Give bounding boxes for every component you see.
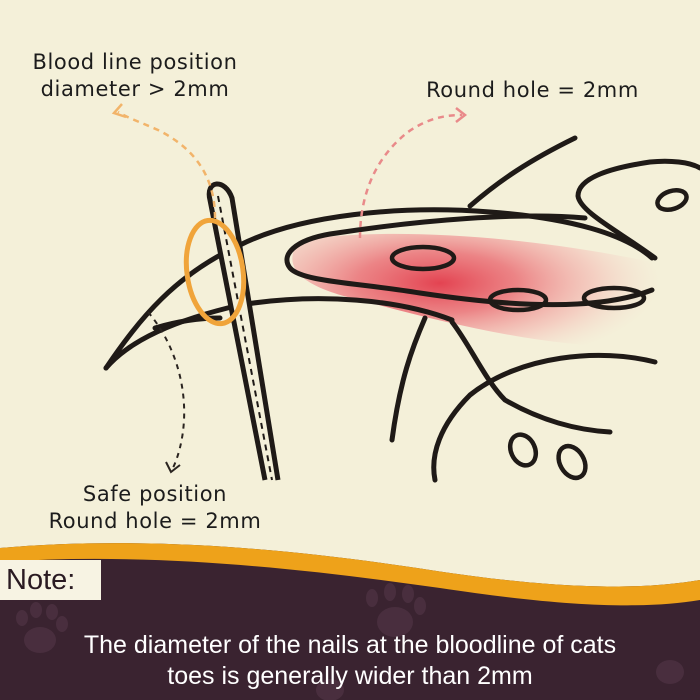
clipper-center-line [217, 195, 273, 481]
safe-position-arrowhead [165, 461, 181, 474]
toe-outline-upper [467, 135, 578, 209]
safe-position-arrow [147, 311, 186, 471]
toe-outline-right [575, 158, 700, 261]
hole-ellipse-6 [556, 443, 588, 481]
round-hole-arrowhead [455, 107, 468, 123]
hole-ellipse-4 [655, 188, 689, 212]
bone-stem [389, 315, 428, 443]
hole-ellipse-2 [487, 287, 549, 313]
safe-label-line1: Safe position [82, 482, 228, 506]
round-hole-arrow [358, 113, 463, 239]
note-text-line1: The diameter of the nails at the bloodli… [83, 631, 617, 659]
blood-line-arrow [117, 110, 217, 219]
bloodline-ring [183, 217, 247, 327]
paw-print-icon [16, 583, 684, 700]
note-text: The diameter of the nails at the bloodli… [0, 630, 700, 692]
safe-position-label: Safe position Round hole = 2mm [30, 481, 280, 535]
note-text-line2: toes is generally wider than 2mm [167, 662, 533, 690]
safe-label-line2: Round hole = 2mm [48, 509, 262, 533]
claw-tip-inner [152, 315, 223, 331]
hole-ellipse-5 [507, 432, 539, 468]
round-hole-label: Round hole = 2mm [426, 78, 639, 102]
hole-ellipse-3 [581, 285, 647, 311]
claw-outline-top [103, 207, 655, 371]
claw-quick-outline [284, 213, 655, 308]
paw-pad-outline [431, 352, 658, 483]
note-title-box [0, 560, 101, 600]
blood-line-position-label: Blood line position diameter > 2mm [10, 49, 260, 103]
hole-ellipse-1 [389, 244, 457, 272]
note-title: Note: [6, 564, 76, 596]
nail-clipper-tool [206, 181, 281, 481]
toe-outline-lower [449, 319, 613, 435]
blood-line-label-line1: Blood line position [32, 50, 238, 74]
blood-line-arrowhead [111, 103, 127, 119]
footer-accent-stripe [0, 543, 700, 606]
blood-line-label-line2: diameter > 2mm [40, 77, 230, 101]
